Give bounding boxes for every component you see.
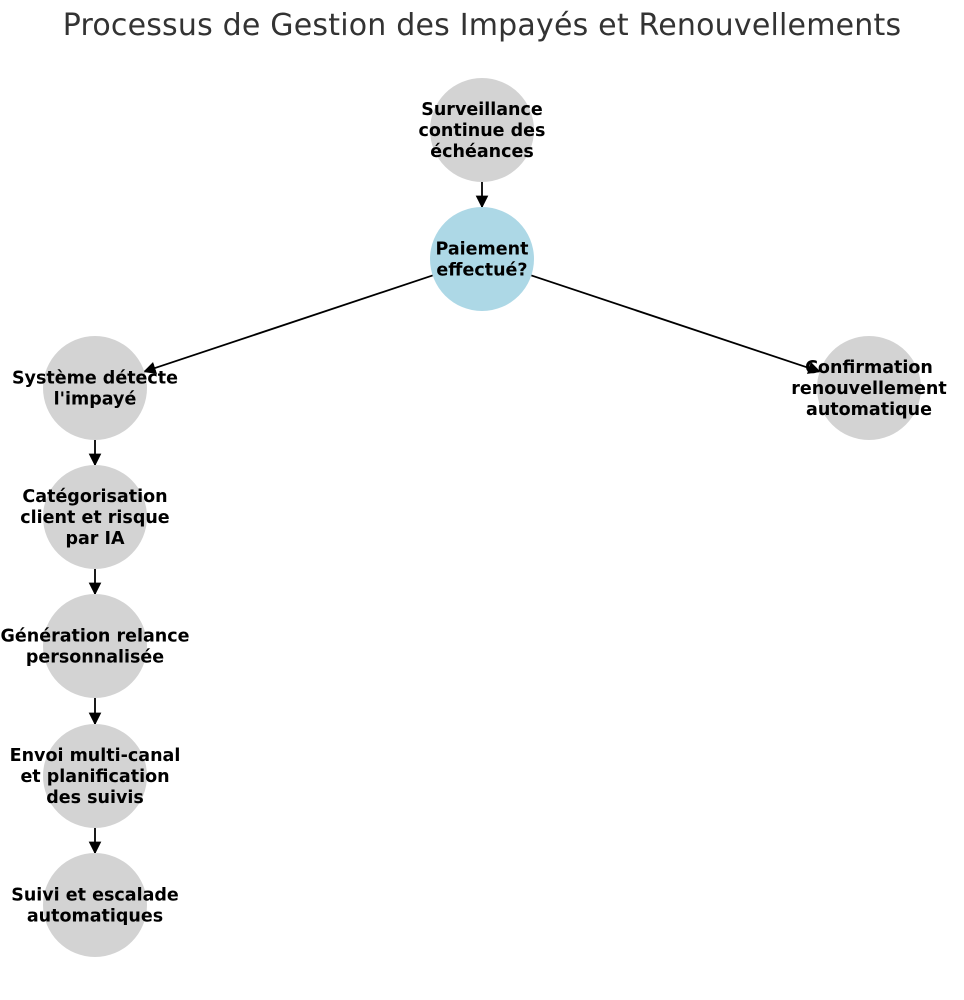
edge-paiement-to-detecte — [143, 274, 433, 374]
node-label-line: par IA — [65, 529, 125, 549]
node-label-line: l'impayé — [54, 390, 137, 410]
node-label-line: continue des — [419, 121, 546, 141]
node-circle-paiement — [430, 207, 534, 311]
node-label-line: des suivis — [46, 788, 144, 808]
node-circle-envoi — [43, 724, 147, 828]
node-label-line: automatique — [806, 400, 932, 420]
node-label-line: échéances — [430, 142, 534, 162]
node-label-line: personnalisée — [26, 648, 164, 668]
node-circle-surveillance — [430, 78, 534, 182]
diagram-title: Processus de Gestion des Impayés et Reno… — [62, 8, 902, 43]
node-label-line: Paiement — [436, 240, 529, 260]
node-label-line: Envoi multi-canal — [10, 746, 181, 766]
node-label-line: Génération relance — [1, 627, 190, 647]
edges-layer — [88, 182, 821, 855]
node-label-line: et planification — [20, 767, 169, 787]
node-circle-suivi — [43, 853, 147, 957]
node-label-line: automatiques — [27, 907, 163, 927]
node-label-line: client et risque — [20, 508, 170, 528]
node-circle-detecte — [43, 336, 147, 440]
node-circle-generation — [43, 594, 147, 698]
node-label-line: Système détecte — [12, 369, 178, 389]
node-label-line: Suivi et escalade — [11, 886, 179, 906]
node-circle-categorisation — [43, 465, 147, 569]
node-label-line: effectué? — [436, 261, 527, 281]
node-label-line: Catégorisation — [22, 487, 167, 507]
node-label-line: Confirmation — [805, 358, 933, 378]
node-label-line: Surveillance — [421, 100, 543, 120]
node-label-line: renouvellement — [791, 379, 947, 399]
node-circle-confirmation — [817, 336, 921, 440]
edge-paiement-to-confirmation — [531, 274, 821, 374]
